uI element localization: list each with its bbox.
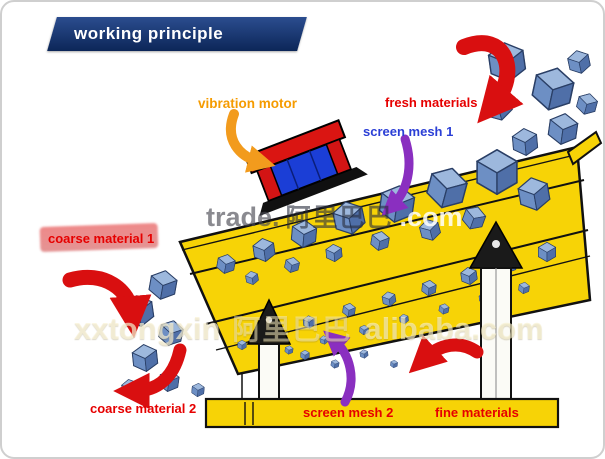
label-fine-materials: fine materials — [435, 405, 519, 420]
title-banner: working principle — [47, 17, 307, 51]
label-coarse-material-1: coarse material 1 — [48, 231, 155, 246]
rock — [511, 127, 539, 157]
arrow-coarse-material-2 — [113, 343, 187, 410]
rock — [359, 349, 369, 359]
feed-lip — [566, 130, 603, 166]
arrow-fine-materials — [408, 335, 484, 374]
rock — [147, 267, 179, 303]
arrow-vibration-motor — [225, 109, 276, 173]
rock — [546, 111, 580, 147]
arrow-screen-mesh-1 — [381, 134, 414, 216]
rock — [529, 63, 577, 115]
rock — [156, 317, 186, 349]
arrow-fresh-materials — [456, 35, 524, 124]
rock — [566, 48, 592, 76]
base-frame — [204, 397, 560, 429]
label-screen-mesh-2: screen mesh 2 — [303, 405, 394, 420]
rock — [131, 342, 159, 374]
label-fresh-materials: fresh materials — [385, 95, 478, 110]
label-coarse-material-2: coarse material 2 — [90, 401, 197, 416]
label-screen-mesh-1: screen mesh 1 — [363, 124, 454, 139]
label-vibration-motor: vibration motor — [198, 96, 298, 111]
arrow-screen-mesh-2 — [323, 330, 356, 407]
rock — [191, 382, 205, 398]
arrow-coarse-material-1 — [62, 269, 152, 338]
rock — [390, 359, 398, 369]
rock — [574, 90, 600, 118]
rock — [330, 358, 340, 370]
machine-body — [178, 130, 603, 376]
page-title: working principle — [74, 24, 224, 43]
right-support — [468, 220, 524, 403]
left-support — [246, 298, 292, 403]
